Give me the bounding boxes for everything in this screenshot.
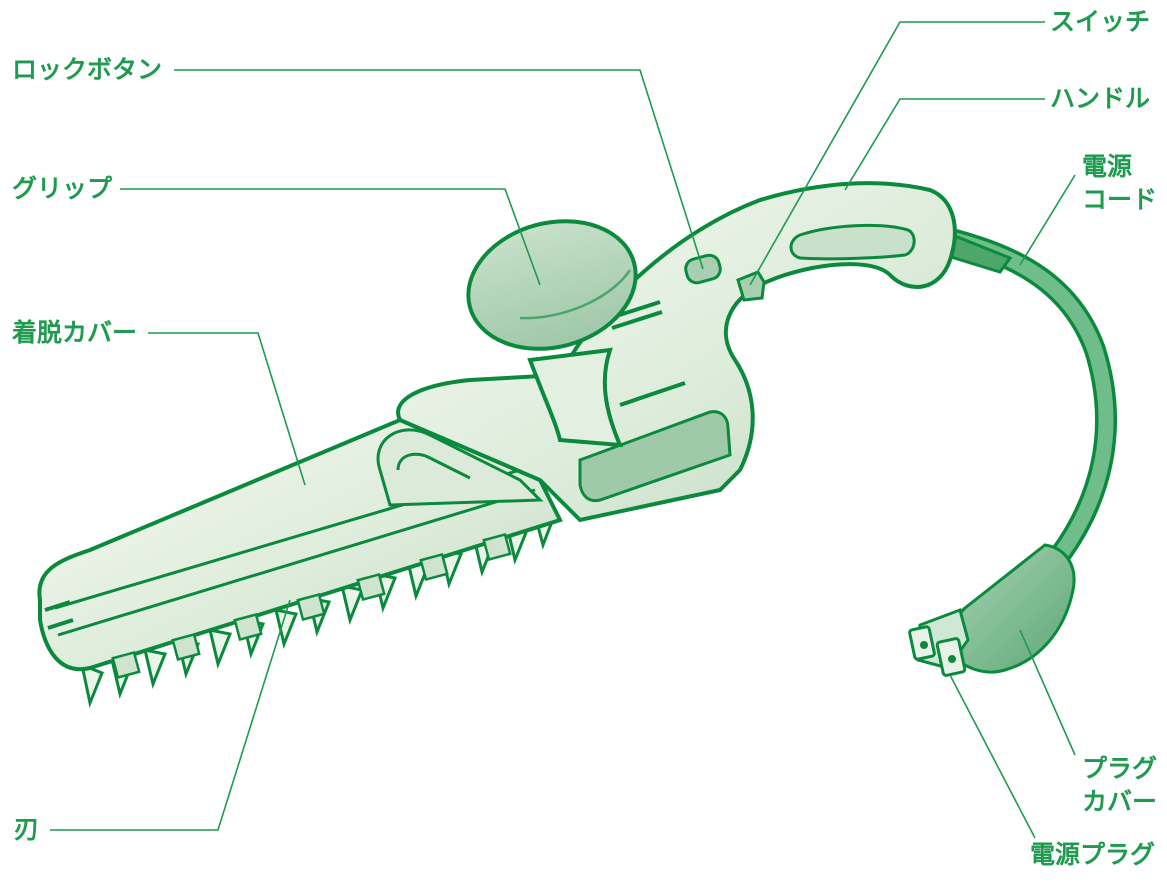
label-plug-cover-line2: カバー [1082, 785, 1157, 818]
label-power-cord-line1: 電源 [1082, 150, 1157, 183]
leader-power-cord [1020, 175, 1075, 265]
label-plug-cover-line1: プラグ [1082, 752, 1157, 785]
leader-lock-button [174, 70, 703, 269]
label-lock-button: ロックボタン [12, 53, 162, 86]
label-handle: ハンドル [1050, 82, 1150, 115]
label-power-cord-line2: コード [1082, 183, 1157, 216]
label-power-cord: 電源 コード [1082, 150, 1157, 216]
power-cord [948, 236, 1106, 555]
plug [909, 545, 1074, 676]
label-switch: スイッチ [1050, 5, 1150, 38]
label-plug-cover: プラグ カバー [1082, 752, 1157, 818]
label-grip: グリップ [12, 172, 112, 205]
leader-handle [845, 99, 1045, 190]
leader-power-plug [950, 675, 1035, 838]
leader-removable-cover [148, 333, 305, 485]
label-removable-cover: 着脱カバー [12, 316, 137, 349]
label-blade: 刃 [14, 813, 39, 846]
leader-plug-cover [1020, 630, 1075, 755]
label-power-plug: 電源プラグ [1030, 838, 1155, 871]
